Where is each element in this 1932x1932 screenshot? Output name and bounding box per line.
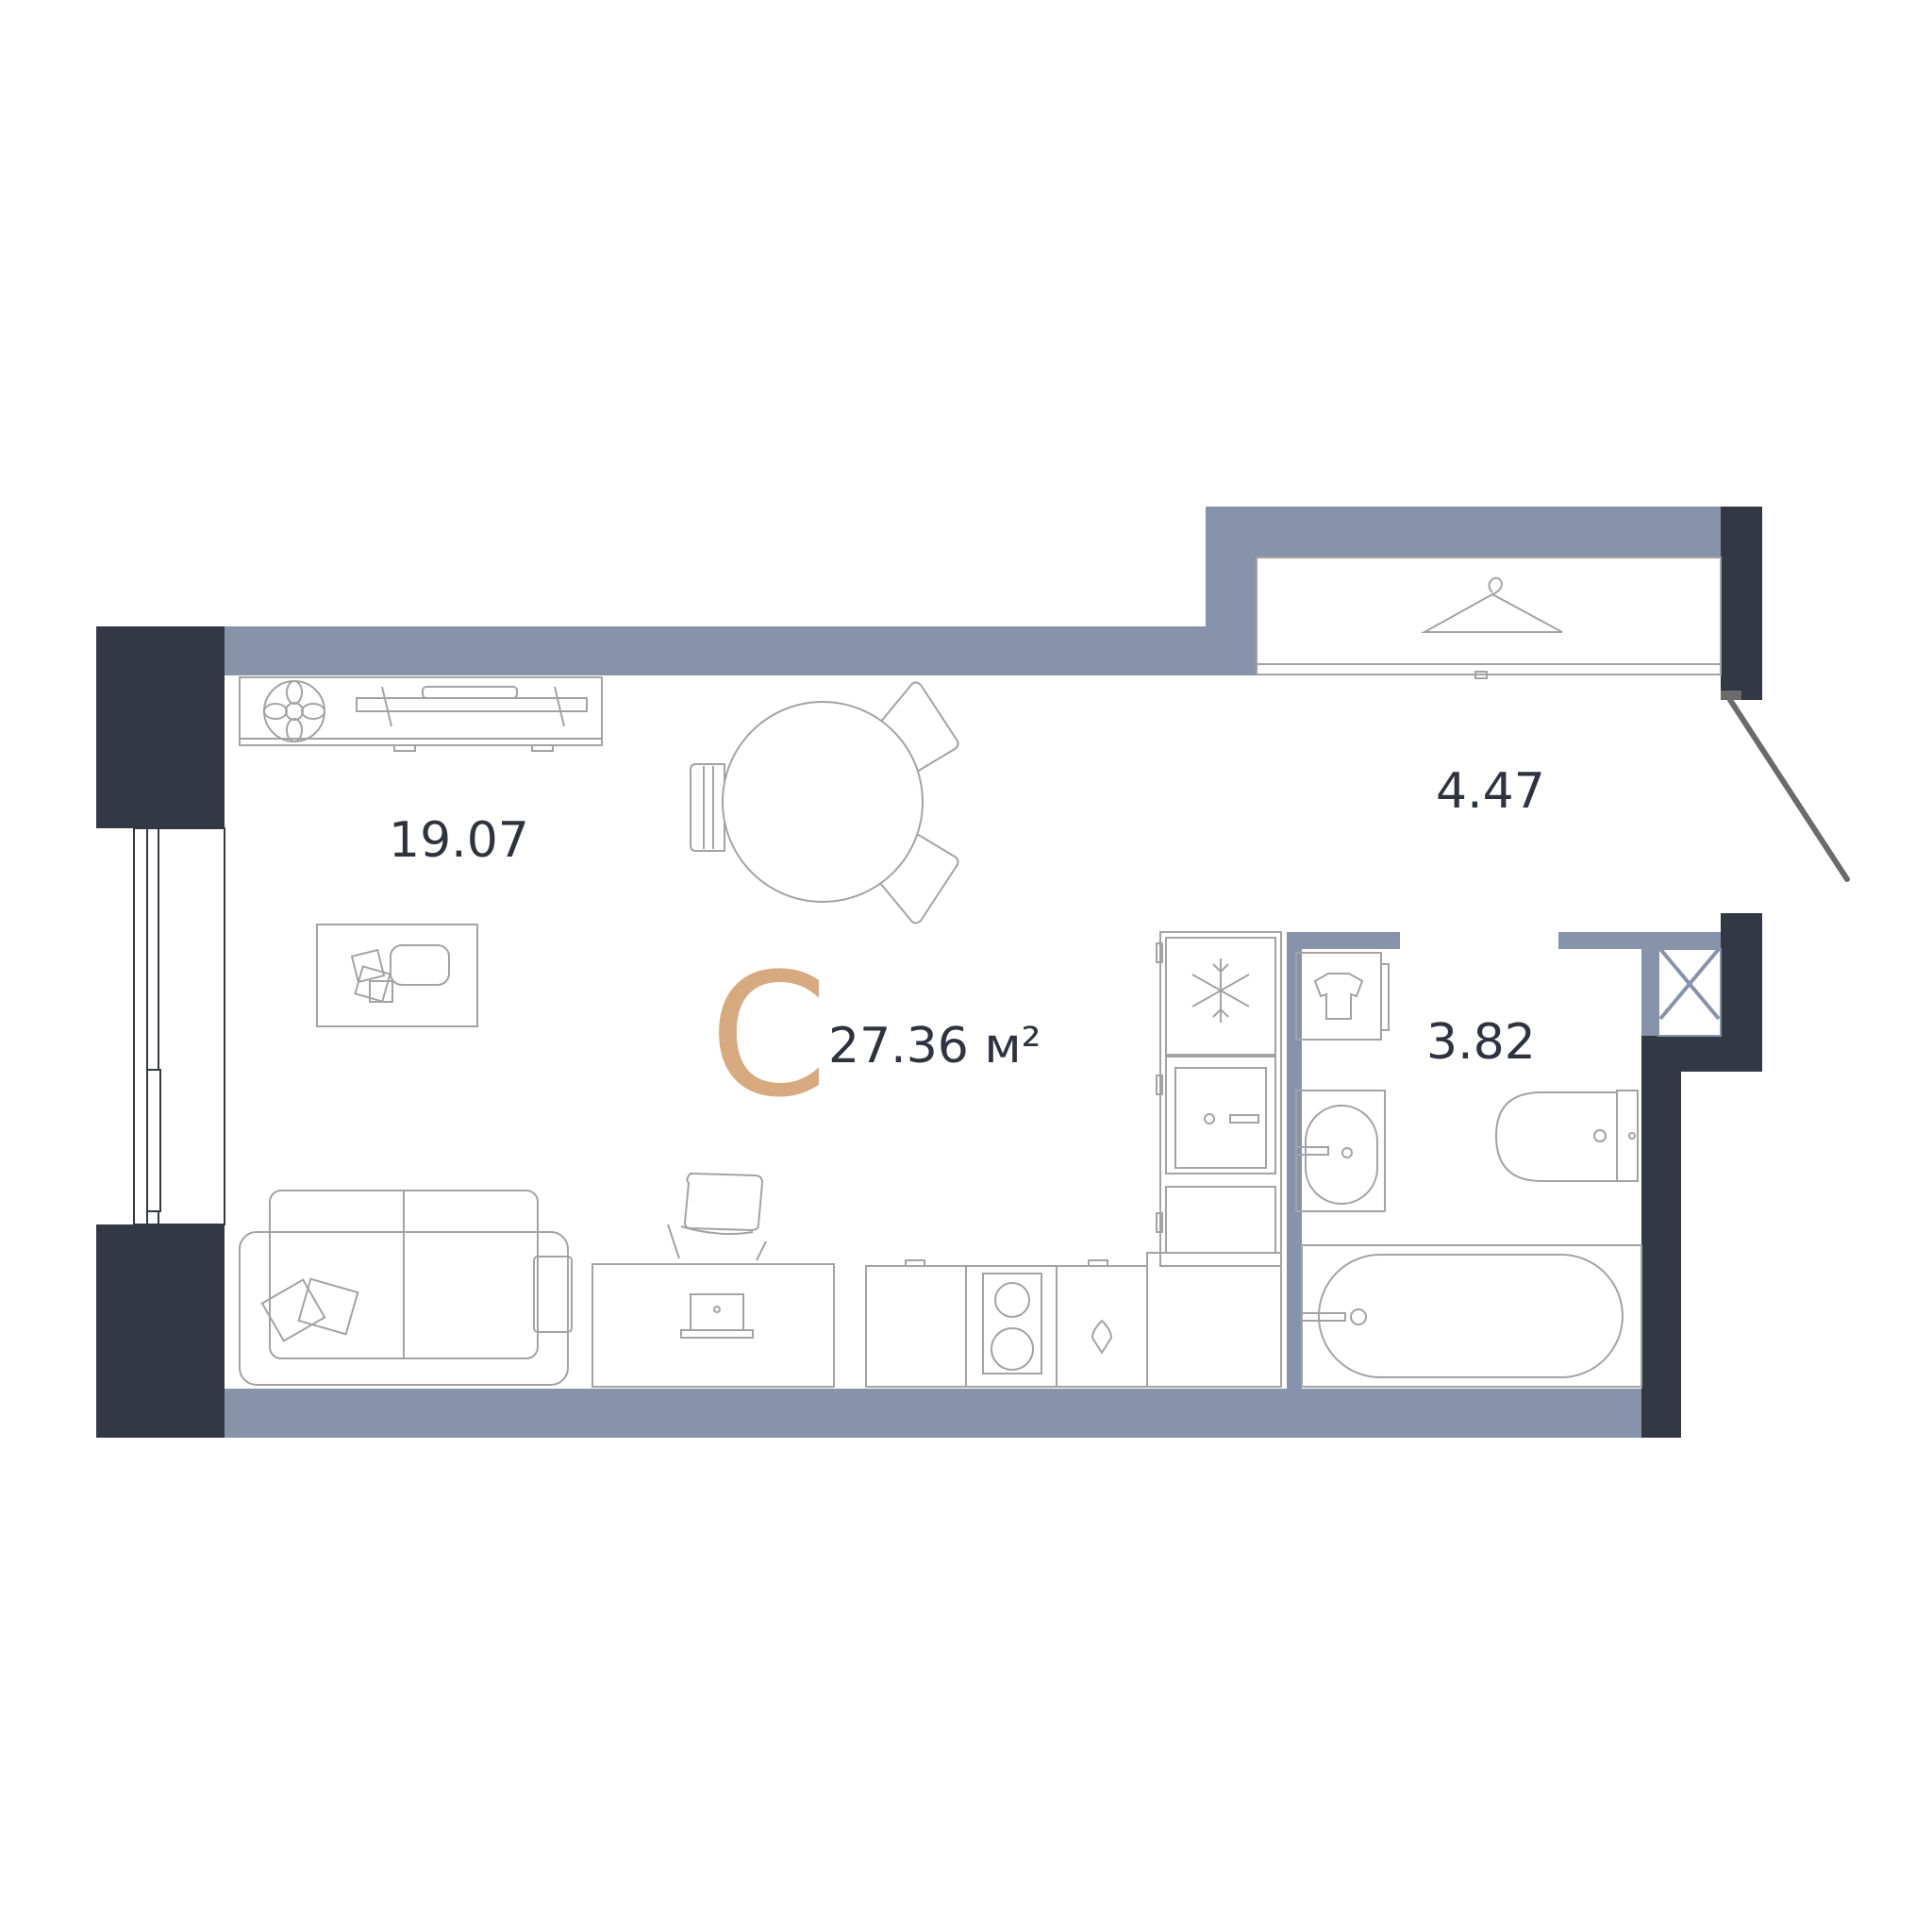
toilet <box>1494 1090 1639 1182</box>
total-area: 27.36 м² <box>828 1018 1041 1074</box>
room-area-living: 19.07 <box>389 812 529 869</box>
hanger-icon <box>1421 576 1563 633</box>
sofa <box>239 1190 573 1386</box>
wall-shaft <box>1641 932 1658 1036</box>
kitchen-counter <box>865 1252 1282 1388</box>
entrance-door <box>1721 691 1850 882</box>
room-area-hall: 4.47 <box>1436 763 1545 820</box>
exterior-wall-left-bottom <box>96 1224 225 1438</box>
exterior-wall-left-top <box>96 626 225 828</box>
cooktop-icon <box>982 1273 1042 1374</box>
office-chair <box>667 1172 767 1261</box>
washing-machine <box>1295 952 1390 1041</box>
wall-bathroom-top-right <box>1558 932 1721 949</box>
wall-top <box>225 626 1255 675</box>
wall-bottom <box>225 1389 1641 1438</box>
flower-icon <box>263 680 325 742</box>
media-console <box>239 676 603 752</box>
snowflake-icon <box>1191 958 1250 1023</box>
exterior-wall-right-top <box>1721 507 1762 700</box>
exterior-wall-right-bottom <box>1641 1035 1681 1438</box>
closet <box>1256 557 1722 679</box>
labels: 19.07 4.47 3.82 С 27.36 м² <box>389 763 1545 1135</box>
kitchen-column <box>1156 931 1282 1267</box>
bathroom-fixtures <box>1295 947 1722 1388</box>
coffee-table <box>316 924 478 1027</box>
bathtub <box>1301 1244 1642 1388</box>
pin-icon <box>1091 1319 1113 1355</box>
wall-bathroom-left <box>1287 932 1302 1438</box>
window-left <box>133 827 225 1225</box>
desk <box>591 1172 835 1388</box>
apartment-type-letter: С <box>709 938 828 1135</box>
sink <box>1295 1090 1386 1212</box>
walls <box>96 507 1762 1438</box>
wall-bathroom-top-left <box>1287 932 1400 949</box>
dining-table <box>690 681 959 924</box>
room-area-bathroom: 3.82 <box>1426 1014 1536 1071</box>
laptop-icon <box>680 1293 754 1339</box>
shaft-cross <box>1657 947 1722 1037</box>
shirt-icon <box>1313 973 1364 1020</box>
wall-closet-top <box>1206 507 1721 558</box>
